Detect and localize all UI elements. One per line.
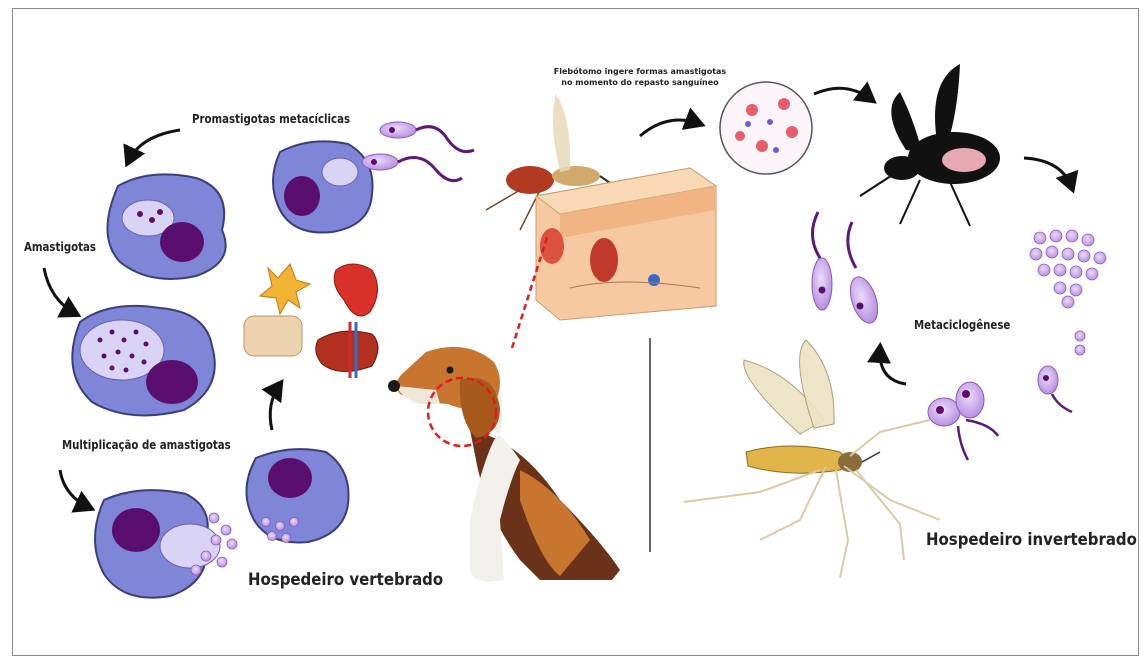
skin-cross-section (536, 168, 716, 320)
label-metaciclogenese: Metaciclogênese (914, 318, 1010, 332)
label-flebotomo-line2: no momento do repasto sanguíneo (540, 77, 740, 88)
blood-meal-circle (720, 82, 812, 174)
macrophage-infected-by-promastigotes (273, 141, 373, 232)
label-flebotomo-line1: Flebótomo ingere formas amastigotas (540, 66, 740, 77)
macrophage-bursting (95, 490, 237, 598)
macrophage-with-amastigotes (107, 174, 225, 279)
label-multiplicacao-amastigotas: Multiplicação de amastigotas (62, 438, 231, 452)
dog-beagle (388, 347, 620, 582)
label-amastigotas: Amastigotas (24, 240, 96, 254)
sandfly-silhouette-engorged (860, 64, 1000, 226)
label-flebotomo-ingere: Flebótomo ingere formas amastigotas no m… (540, 66, 740, 88)
label-promastigotas-metaciclicas: Promastigotas metacíclicas (192, 112, 350, 126)
promastigote-parasites (362, 122, 474, 181)
label-hospedeiro-vertebrado: Hospedeiro vertebrado (248, 570, 443, 590)
sandfly-adult (684, 340, 940, 578)
macrophage-releasing (246, 449, 348, 542)
macrophage-filled-with-amastigotes (72, 306, 214, 416)
organ-icons (244, 264, 378, 378)
label-hospedeiro-invertebrado: Hospedeiro invertebrado (926, 530, 1137, 550)
promastigote-cluster (1030, 230, 1106, 355)
